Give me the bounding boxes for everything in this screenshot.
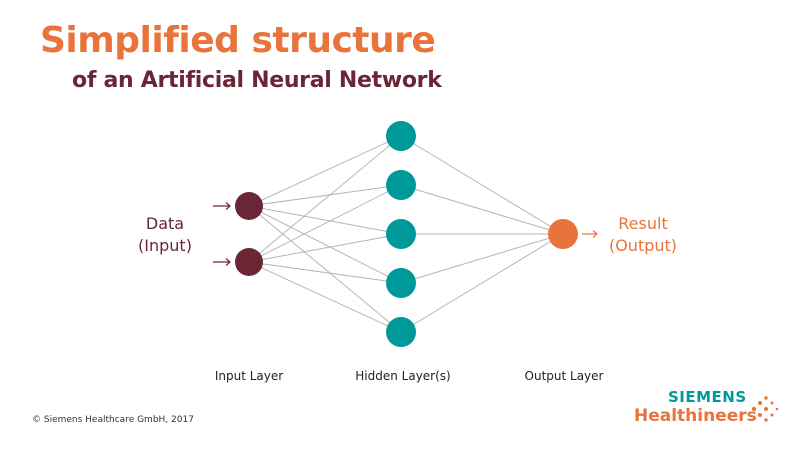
input-label-line1: Data: [145, 214, 185, 233]
hidden-node: [386, 317, 416, 347]
connection-line: [400, 233, 564, 333]
connection-line: [400, 184, 564, 235]
input-arrow-icon: [213, 202, 231, 210]
hidden-node: [386, 268, 416, 298]
arrows: [213, 202, 598, 266]
hidden-node: [386, 219, 416, 249]
input-arrow-icon: [213, 258, 231, 266]
connection-line: [248, 135, 402, 263]
logo-wordmark-siemens: SIEMENS: [668, 388, 747, 406]
output-node: [548, 219, 578, 249]
connection-line: [248, 205, 402, 284]
input-node: [235, 248, 263, 276]
connection-line: [248, 184, 402, 207]
output-label-line1: Result: [618, 214, 668, 233]
logo-wordmark-healthineers: Healthineers: [634, 406, 757, 426]
connection-line: [400, 135, 564, 235]
input-label-line2: (Input): [138, 236, 192, 255]
siemens-healthineers-logo: SIEMENS Healthineers: [628, 388, 788, 430]
output-label-line2: (Output): [608, 236, 678, 255]
hidden-node: [386, 170, 416, 200]
connections: [248, 135, 564, 333]
diagram-title: Simplified structure: [40, 20, 436, 61]
connection-line: [248, 205, 402, 235]
logo-dots-icon: [751, 396, 779, 422]
output-layer-label: Output Layer: [524, 369, 604, 383]
connection-line: [248, 261, 402, 284]
output-label: Result (Output): [598, 213, 688, 257]
copyright-notice: © Siemens Healthcare GmbH, 2017: [32, 415, 194, 425]
hidden-layer-label: Hidden Layer(s): [355, 369, 451, 383]
connection-line: [248, 205, 402, 333]
connection-line: [248, 233, 402, 263]
input-layer-label: Input Layer: [214, 369, 284, 383]
nodes: [235, 121, 578, 347]
connection-line: [248, 184, 402, 263]
output-arrow-icon: [582, 230, 598, 238]
connection-line: [248, 261, 402, 333]
diagram-subtitle: of an Artificial Neural Network: [72, 68, 442, 93]
connection-line: [248, 135, 402, 207]
hidden-node: [386, 121, 416, 151]
input-node: [235, 192, 263, 220]
input-label: Data (Input): [125, 213, 205, 257]
connection-line: [400, 233, 564, 284]
